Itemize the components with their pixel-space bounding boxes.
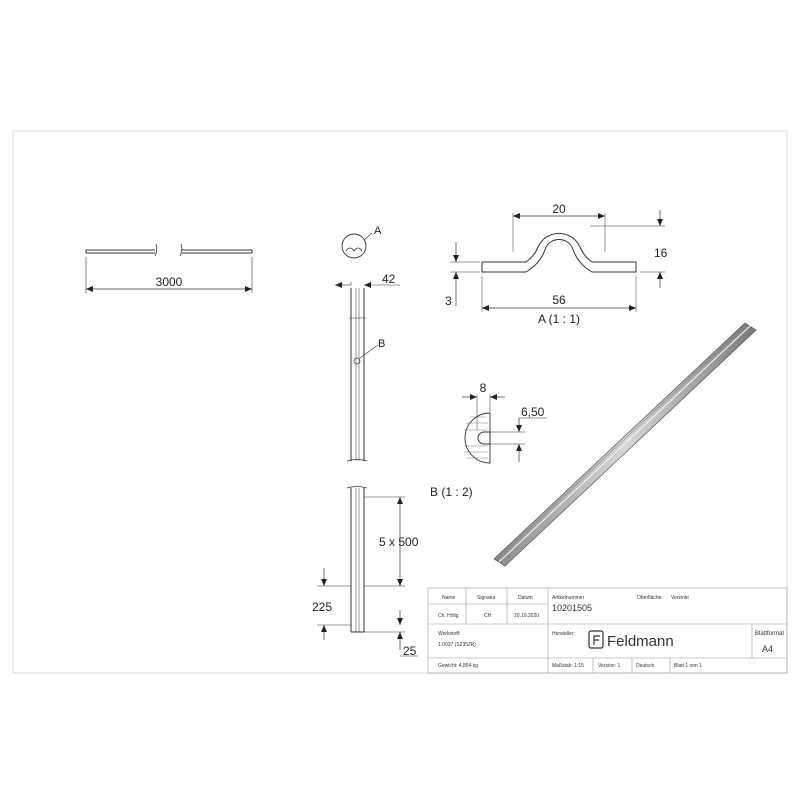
profile-section-a: [450, 210, 665, 312]
dim-bump-width-label: 20: [552, 202, 566, 216]
tb-header-date: Datum: [518, 595, 533, 601]
isometric-view: [493, 322, 757, 567]
dim-thickness-label: 3: [445, 294, 452, 308]
dim-base-width-label: 56: [552, 293, 566, 307]
tb-language: Deutsch: [636, 663, 655, 669]
tb-scale: Maßstab: 1:15: [552, 663, 584, 669]
dim-length-label: 3000: [156, 275, 183, 289]
front-view-upper: [335, 282, 400, 462]
tb-header-surface: Oberfläche:: [637, 595, 663, 601]
detail-a-callout: [341, 232, 373, 259]
dim-first-hole-label: 225: [312, 600, 332, 614]
view-b-label: B (1 : 2): [430, 485, 473, 499]
feldmann-logo-text: Feldmann: [607, 633, 674, 650]
tb-header-material: Werkstoff:: [438, 631, 460, 637]
tb-header-signature: Signatur: [477, 595, 496, 601]
dim-end-offset-label: 25: [403, 644, 417, 658]
feldmann-logo-icon: [588, 630, 604, 649]
tb-header-maker: Hersteller:: [552, 631, 575, 637]
tb-sheetsize-value: A4: [762, 644, 773, 654]
tb-sheet: Blatt 1 von 1: [674, 663, 702, 669]
tb-surface-value: Verzinkt: [671, 595, 689, 601]
dim-width-label: 42: [382, 272, 396, 286]
title-block-text: Name Signatur Datum Artikelnummer Oberfl…: [438, 595, 784, 669]
front-view-lower: [317, 486, 418, 657]
callout-a-label: A: [374, 225, 382, 237]
drawing-frame: [12, 130, 788, 674]
tb-name-value: Ch. Hölig: [438, 613, 459, 619]
dim-height-label: 16: [654, 246, 668, 260]
tb-version: Version: 1: [598, 663, 620, 669]
view-a-label: A (1 : 1): [538, 312, 580, 326]
tb-header-article: Artikelnummer: [552, 595, 585, 601]
tb-article-value: 10201505: [552, 603, 592, 613]
tb-material-value: 1.0037 (S235JR): [438, 642, 476, 648]
feldmann-logo: Feldmann: [588, 630, 674, 650]
detail-b-view: [462, 394, 547, 464]
dim-hole-pitch-label: 5 x 500: [379, 535, 419, 549]
tb-header-sheetsize: Blattformat: [755, 631, 784, 637]
tb-date-value: 20.10.2020: [514, 613, 539, 619]
tb-signature-value: CH: [484, 613, 492, 619]
tb-header-name: Name: [442, 595, 456, 601]
title-block: [427, 587, 788, 674]
tb-weight: Gewicht: 4,854 kg: [438, 663, 478, 669]
callout-b-label: B: [378, 338, 385, 350]
dim-hole-dia-label: 6,50: [521, 405, 545, 419]
dim-hole-length-label: 8: [480, 381, 487, 395]
side-view: [85, 243, 253, 293]
